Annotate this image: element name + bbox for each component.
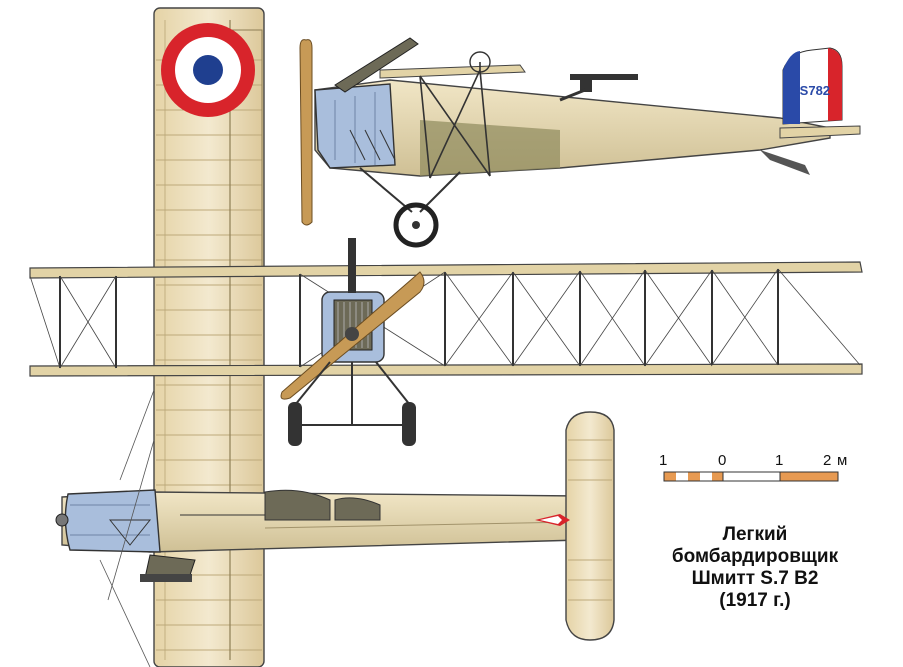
caption-line-4: (1917 г.) (719, 590, 791, 611)
front-view (29, 238, 863, 446)
caption-line-3: Шмитт S.7 B2 (691, 568, 819, 589)
top-view (55, 7, 615, 667)
scale-tick-1: 1 (659, 452, 667, 469)
side-view-upper-wing (379, 64, 526, 79)
machine-gun (559, 74, 638, 102)
scale-tick-2: 0 (718, 452, 726, 469)
roundel (161, 23, 255, 117)
scale-bar: 1 0 1 2 м (659, 452, 847, 482)
side-view: PS782 (299, 37, 861, 248)
front-view-upper-wing (29, 261, 863, 279)
caption-line-2: бомбардировщик (671, 546, 839, 567)
scale-unit: м (837, 452, 847, 469)
fuselage-code: PS782 (791, 83, 830, 98)
front-view-lower-wing (29, 363, 863, 377)
top-view-tailplane (565, 411, 615, 641)
top-view-engine (64, 489, 161, 553)
scale-tick-3: 1 (775, 452, 783, 469)
figure-caption: Легкий бомбардировщик Шмитт S.7 B2 (1917… (640, 524, 870, 612)
side-view-wheel (393, 202, 439, 248)
rudder: PS782 (782, 47, 843, 125)
scale-tick-4: 2 (823, 452, 831, 469)
caption-line-1: Легкий (722, 524, 788, 545)
